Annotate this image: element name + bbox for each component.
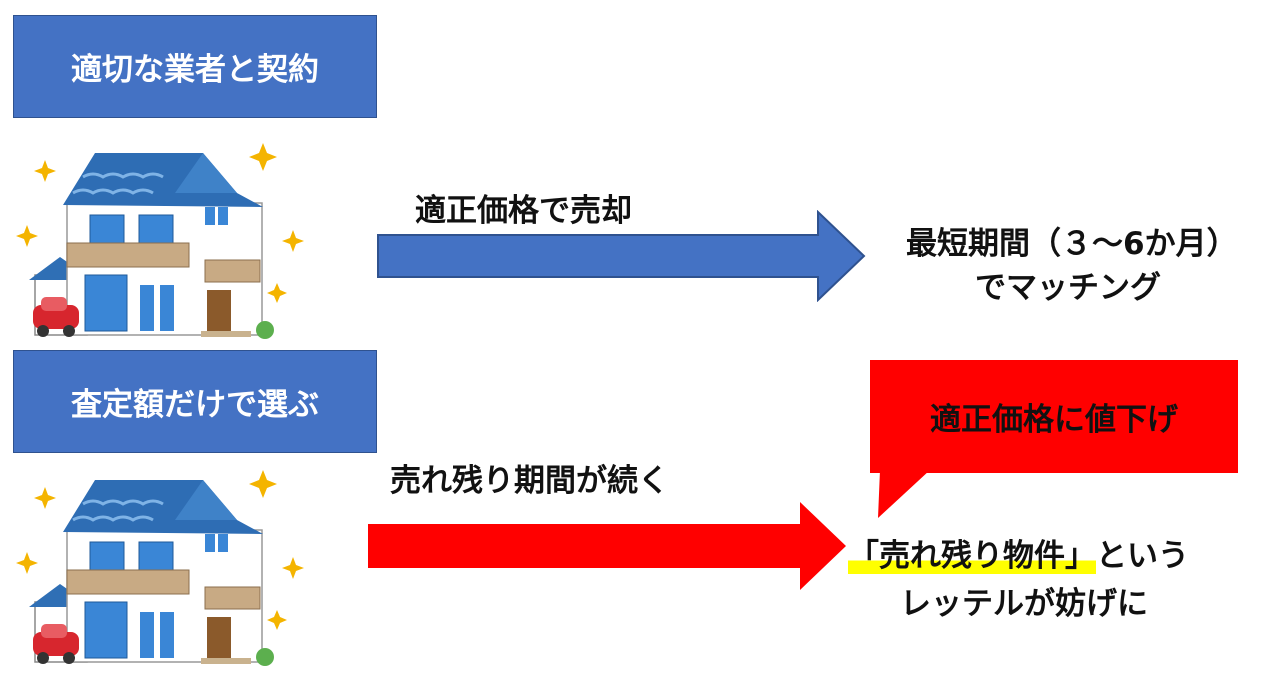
result-top-line2: でマッチング <box>975 270 1161 306</box>
result-bottom-line1: 「売れ残り物件」という <box>848 530 1189 575</box>
highlight-unsold-label: 「売れ残り物件」 <box>848 538 1096 574</box>
result-top-line1: 最短期間（３～6か月） <box>906 226 1238 262</box>
label-appraisal-only: 査定額だけで選ぶ <box>13 350 377 453</box>
arrow-text-bottom: 売れ残り期間が続く <box>390 463 669 499</box>
label-appraisal-only-text: 査定額だけで選ぶ <box>71 387 319 423</box>
arrow-red <box>368 502 846 590</box>
house-illustration-top <box>16 143 304 339</box>
label-good-contract-text: 適切な業者と契約 <box>71 52 319 88</box>
result-bottom-line2: レッテルが妨げに <box>900 586 1148 622</box>
house-illustration-bottom <box>16 470 304 666</box>
arrow-text-top: 適正価格で売却 <box>415 193 632 229</box>
sparkle-icons <box>16 143 304 303</box>
label-good-contract: 適切な業者と契約 <box>13 15 377 118</box>
callout-tail <box>878 470 930 518</box>
result-bottom-line1-rest: という <box>1096 538 1189 574</box>
sparkle-icons <box>16 470 304 630</box>
callout-text: 適正価格に値下げ <box>930 402 1178 438</box>
arrow-blue <box>377 210 866 302</box>
callout-price-reduction: 適正価格に値下げ <box>870 360 1238 473</box>
